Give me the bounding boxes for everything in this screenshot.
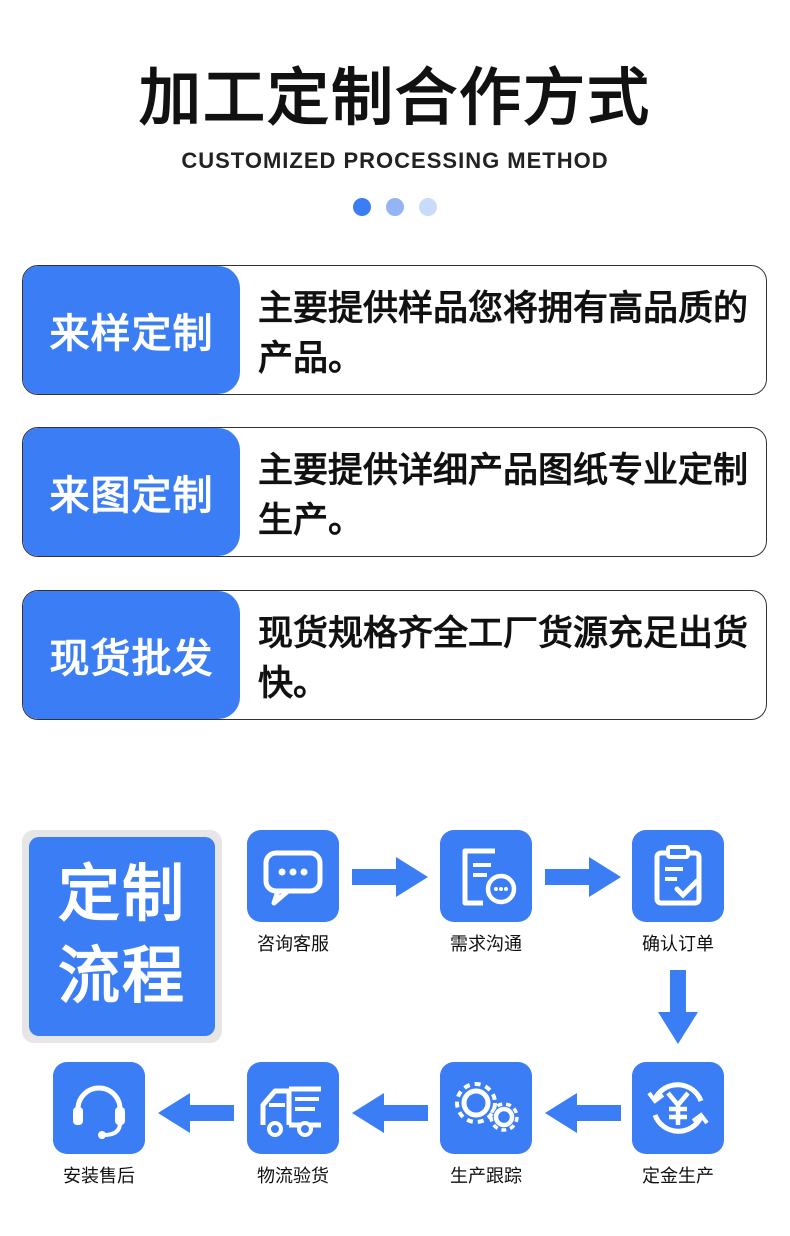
pagination-dots — [0, 198, 790, 216]
arrow-left-icon — [352, 1093, 428, 1133]
arrow-right-icon — [545, 857, 621, 897]
card-tag: 现货批发 — [23, 591, 240, 719]
dot-1 — [353, 198, 371, 216]
step-label: 生产跟踪 — [450, 1166, 522, 1187]
card-text: 主要提供详细产品图纸专业定制生产。 — [258, 451, 749, 541]
gears-icon — [455, 1082, 519, 1132]
arrow-left-icon — [158, 1093, 234, 1133]
card-tag: 来图定制 — [23, 428, 240, 556]
step-logistics-inspection: 物流验货 — [238, 1062, 348, 1188]
card-drawing-custom: 来图定制 主要提供详细产品图纸专业定制生产。 — [22, 427, 767, 557]
step-confirm-order: 确认订单 — [623, 830, 733, 956]
card-sample-custom: 来样定制 主要提供样品您将拥有高品质的产品。 — [22, 265, 767, 395]
step-production-tracking: 生产跟踪 — [431, 1062, 541, 1188]
flow-badge-line1: 定制 — [57, 857, 186, 930]
flow-badge-text: 定制 流程 — [29, 837, 215, 1036]
card-text: 现货规格齐全工厂货源充足出货快。 — [258, 614, 749, 704]
step-communicate: 需求沟通 — [431, 830, 541, 956]
clipboard-check-icon — [654, 845, 702, 906]
flow-badge-line2: 流程 — [57, 939, 186, 1012]
card-text: 主要提供样品您将拥有高品质的产品。 — [258, 289, 749, 379]
arrow-right-icon — [352, 857, 428, 897]
document-chat-icon — [462, 848, 517, 906]
step-after-sales: 安装售后 — [44, 1062, 154, 1188]
step-consult: 咨询客服 — [238, 830, 348, 956]
flow-badge: 定制 流程 — [22, 830, 222, 1043]
page-subtitle: CUSTOMIZED PROCESSING METHOD — [181, 148, 609, 173]
step-label: 安装售后 — [63, 1166, 135, 1187]
headset-icon — [73, 1085, 125, 1139]
step-deposit-production: 定金生产 — [623, 1062, 733, 1188]
step-label: 咨询客服 — [257, 934, 329, 955]
chat-bubble-icon — [263, 850, 323, 906]
step-label: 物流验货 — [257, 1166, 329, 1187]
truck-icon — [260, 1086, 321, 1137]
step-label: 定金生产 — [642, 1166, 714, 1187]
arrow-left-icon — [545, 1093, 621, 1133]
arrow-down-icon — [658, 970, 698, 1044]
page-title: 加工定制合作方式 — [138, 61, 651, 134]
yuan-cycle-icon — [647, 1082, 709, 1134]
step-label: 需求沟通 — [450, 934, 522, 955]
step-label: 确认订单 — [642, 934, 714, 955]
card-tag: 来样定制 — [23, 266, 240, 394]
dot-2 — [386, 198, 404, 216]
dot-3 — [419, 198, 437, 216]
card-stock-wholesale: 现货批发 现货规格齐全工厂货源充足出货快。 — [22, 590, 767, 720]
